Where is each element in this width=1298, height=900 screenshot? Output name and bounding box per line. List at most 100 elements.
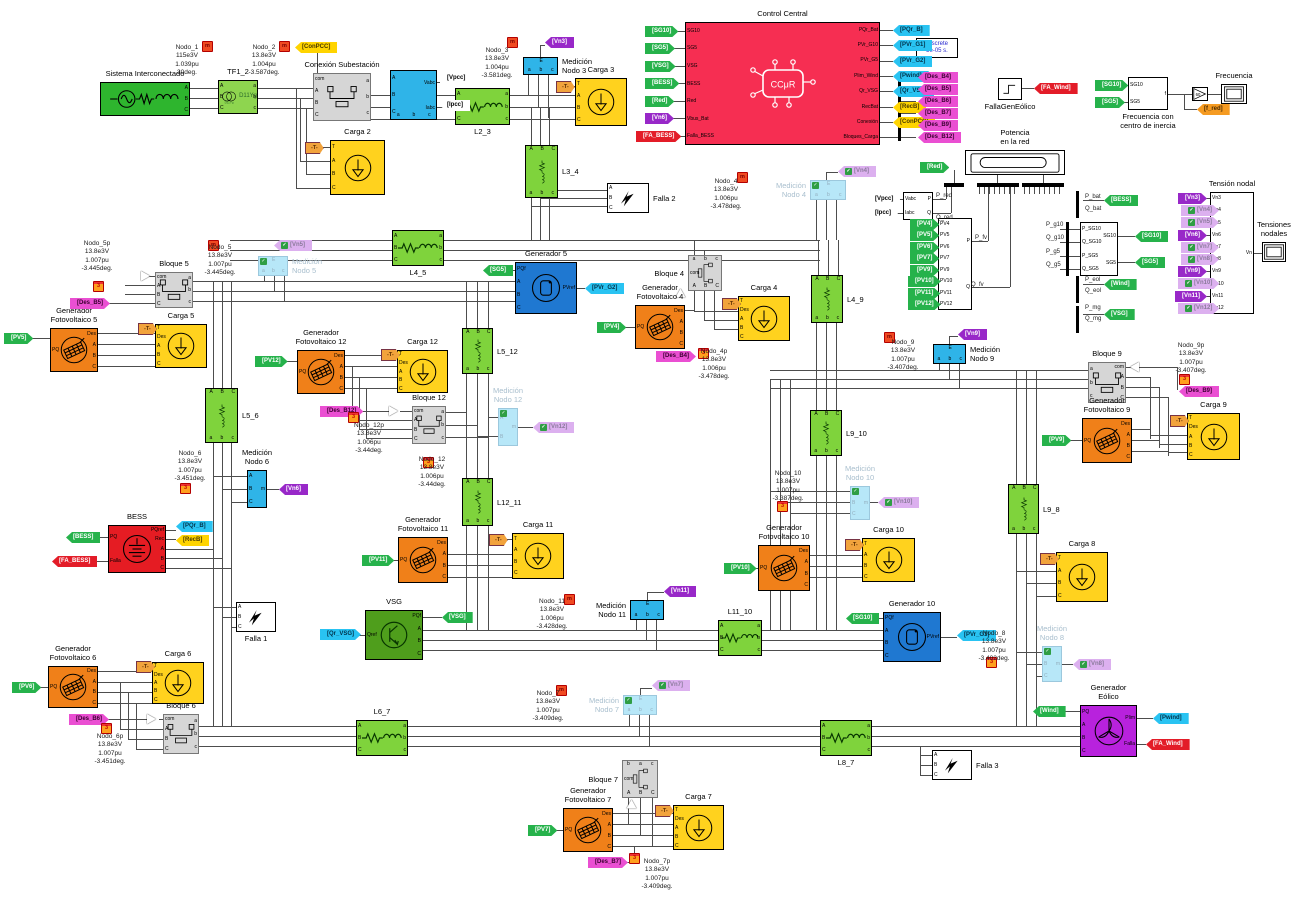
tag-ConPCC[interactable]: [ConPCC]	[295, 42, 338, 53]
gain-60[interactable]: 6060	[1192, 87, 1208, 101]
tag-Des_B5[interactable]: [Des_B5]	[918, 84, 959, 95]
bus-bar[interactable]	[1076, 276, 1079, 303]
timer-tag[interactable]: -T-	[138, 323, 157, 335]
tag-PV10[interactable]: [PV10]	[908, 276, 941, 287]
tag-Vn12[interactable]: ✓[Vn12]	[533, 422, 575, 433]
node-marker-3[interactable]: 3	[986, 657, 997, 668]
scope-frecuencia[interactable]	[1221, 84, 1247, 104]
tag-Pwind[interactable]: [Pwind]	[1153, 713, 1189, 724]
tag-PV5[interactable]: [PV5]	[4, 333, 33, 344]
tag-PV10[interactable]: [PV10]	[724, 563, 757, 574]
tag-SG10[interactable]: [SG10]	[1135, 231, 1169, 242]
tag-SG10[interactable]: [SG10]	[1095, 80, 1128, 91]
tag-Vn6[interactable]: [Vn6]	[1178, 230, 1207, 241]
node-marker-3[interactable]: 3	[180, 483, 191, 494]
scope-tensiones[interactable]	[1262, 242, 1286, 262]
tag-VSG[interactable]: [VSG]	[645, 61, 676, 72]
bus-bar[interactable]	[1066, 222, 1069, 276]
tag-PV12[interactable]: [PV12]	[908, 299, 941, 310]
tag-Des_B5[interactable]: [Des_B5]	[70, 298, 110, 309]
tag-SG10[interactable]: [SG10]	[846, 613, 880, 624]
not-gate-icon[interactable]	[147, 714, 156, 724]
tag-Ipcc[interactable]: [Ipcc]	[440, 100, 471, 111]
node-marker-3[interactable]: 3	[93, 281, 104, 292]
tag-f_red[interactable]: [f_red]	[1197, 104, 1230, 115]
tag-PV9[interactable]: [PV9]	[1042, 435, 1071, 446]
timer-tag[interactable]: -T-	[1170, 415, 1189, 427]
tag-Vn8[interactable]: ✓[Vn8]	[1073, 659, 1111, 670]
node-marker-3[interactable]: 3	[777, 501, 788, 512]
node-marker-3[interactable]: 3	[348, 412, 359, 423]
tag-PV4[interactable]: [PV4]	[597, 322, 626, 333]
node-marker-m[interactable]: m	[208, 240, 219, 251]
tag-Vn3[interactable]: [Vn3]	[545, 37, 574, 48]
bus-bar[interactable]	[1076, 191, 1079, 218]
tag-RecB[interactable]: [RecB]	[176, 535, 210, 546]
tag-Vn5[interactable]: ✓[Vn5]	[1181, 217, 1219, 228]
tag-Red[interactable]: [Red]	[645, 96, 674, 107]
tag-Des_B4[interactable]: [Des_B4]	[918, 72, 959, 83]
tag-SG5[interactable]: [SG5]	[645, 43, 675, 54]
tag-FA_BESS[interactable]: [FA_BESS]	[636, 131, 681, 142]
tag-Vn4[interactable]: ✓[Vn4]	[1181, 205, 1219, 216]
tag-FA_Wind[interactable]: [FA_Wind]	[1146, 739, 1190, 750]
tag-PV12[interactable]: [PV12]	[255, 356, 288, 367]
tag-Vn3[interactable]: [Vn3]	[1178, 193, 1207, 204]
tag-Des_B9[interactable]: [Des_B9]	[1179, 386, 1220, 397]
tag-SG5[interactable]: [SG5]	[483, 265, 514, 276]
bus-bar[interactable]	[1022, 183, 1064, 187]
tag-FA_Wind[interactable]: [FA_Wind]	[1034, 83, 1078, 94]
tag-Wind[interactable]: [Wind]	[1033, 706, 1066, 717]
node-marker-m[interactable]: m	[556, 685, 567, 696]
node-marker-m[interactable]: m	[279, 41, 290, 52]
node-marker-3[interactable]: 3	[423, 457, 434, 468]
bus-bar[interactable]	[944, 183, 964, 187]
tag-PV9[interactable]: [PV9]	[910, 265, 939, 276]
timer-tag[interactable]: -T-	[1040, 553, 1059, 565]
timer-tag[interactable]: -T-	[845, 539, 864, 551]
tag-Qr_VSG[interactable]: [Qr_VSG]	[320, 629, 361, 640]
bus-bar[interactable]	[977, 183, 1019, 187]
not-gate-icon[interactable]	[626, 799, 637, 809]
tag-Wind[interactable]: [Wind]	[1104, 279, 1137, 290]
timer-tag[interactable]: -T-	[489, 534, 508, 546]
tag-PV6[interactable]: [PV6]	[12, 682, 41, 693]
tag-Vn11[interactable]: [Vn11]	[1175, 291, 1207, 302]
tag-RecB[interactable]: [RecB]	[893, 102, 927, 113]
tag-Des_B7[interactable]: [Des_B7]	[588, 857, 628, 868]
tag-Vn6[interactable]: [Vn6]	[279, 484, 308, 495]
timer-tag[interactable]: -T-	[136, 661, 155, 673]
tag-SG5[interactable]: [SG5]	[1095, 97, 1125, 108]
node-marker-m[interactable]: m	[507, 37, 518, 48]
node-marker-3[interactable]: 3	[629, 853, 640, 864]
